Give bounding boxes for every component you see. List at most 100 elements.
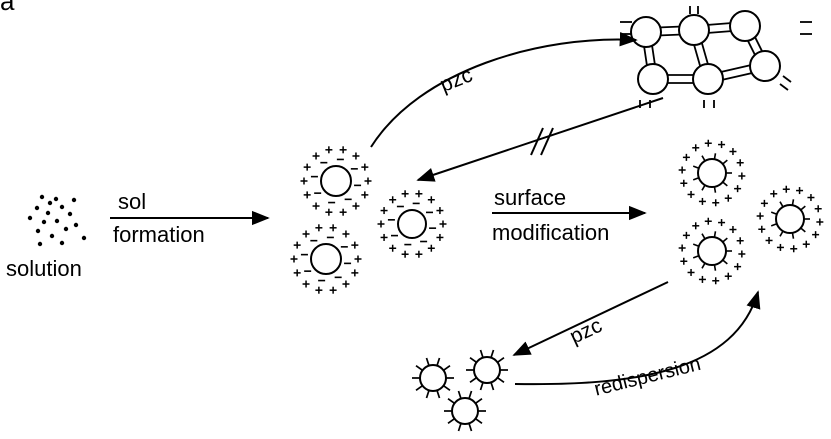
ligand — [713, 264, 717, 271]
ligand — [490, 382, 495, 391]
gel-ligand — [782, 75, 792, 83]
ligand — [475, 397, 483, 405]
solute-dot — [34, 205, 40, 211]
charged-particle — [377, 190, 447, 258]
particle-core — [320, 165, 352, 197]
ligand — [425, 357, 430, 366]
sol-label: sol — [118, 189, 146, 214]
redispersion-arrow — [514, 290, 761, 386]
ligand — [779, 201, 784, 208]
ligand — [722, 237, 728, 243]
ligand — [436, 390, 441, 399]
ligand — [447, 417, 455, 425]
charged-particle — [300, 146, 372, 216]
solute-dot — [45, 210, 51, 216]
break-mark-1 — [530, 127, 544, 156]
ligand — [468, 390, 473, 399]
ligand — [475, 417, 483, 425]
break-mark-2 — [540, 127, 554, 156]
ligand — [692, 165, 700, 169]
ligand — [692, 177, 700, 181]
ligand — [800, 205, 806, 211]
ligand — [479, 349, 484, 358]
ligand — [701, 233, 706, 240]
ligand-particle — [444, 390, 486, 432]
gel-network — [620, 6, 812, 108]
modified-charged-particle — [756, 185, 824, 253]
ligand — [701, 262, 706, 269]
ligand — [468, 423, 473, 432]
pzc-gelation-arrow — [370, 31, 638, 148]
solute-dot — [59, 204, 65, 210]
redispersion-label: redispersion — [592, 353, 703, 401]
ligand-particle — [466, 349, 508, 391]
irreversible-return-arrow — [416, 97, 664, 182]
ligand — [490, 349, 495, 358]
solute-dot — [41, 219, 47, 225]
ligand — [457, 390, 462, 399]
ligand — [770, 223, 778, 227]
solute-dot — [53, 196, 59, 202]
ligand — [469, 356, 477, 364]
ligand — [791, 199, 795, 206]
modification-label: modification — [492, 220, 609, 245]
particle-core — [310, 243, 342, 275]
ligand — [701, 155, 706, 162]
ligand — [415, 364, 423, 372]
solute-dot — [47, 200, 53, 206]
ligand — [497, 356, 505, 364]
particle-core — [419, 364, 447, 392]
gel-particle — [630, 16, 662, 48]
solute-dot — [54, 218, 60, 224]
figure-letter: a — [0, 0, 15, 16]
gel-particle — [692, 63, 724, 95]
particle-core — [397, 209, 427, 239]
solute-dot — [37, 241, 43, 247]
solute-dot — [27, 215, 33, 221]
ligand — [497, 376, 505, 384]
ligand — [692, 243, 700, 247]
ligand — [722, 259, 728, 265]
ligand — [722, 159, 728, 165]
ligand — [800, 227, 806, 233]
ligand — [443, 384, 451, 392]
ligand — [713, 186, 717, 193]
modified-particles — [678, 139, 824, 285]
solute-dot — [35, 228, 41, 234]
gel-particle — [729, 10, 761, 42]
modified-charged-particle — [678, 139, 746, 207]
charged-particles — [290, 146, 447, 294]
solution-dots — [27, 194, 87, 247]
gel-particle — [749, 50, 781, 82]
particle-core — [697, 236, 727, 266]
solute-dot — [81, 235, 87, 241]
ligand — [469, 376, 477, 384]
ligand-particle — [412, 357, 454, 399]
gel-particle — [678, 14, 710, 46]
charged-particle — [290, 224, 362, 294]
ligand — [713, 231, 717, 238]
pzc-agglomeration-arrow — [512, 281, 669, 356]
solution-label: solution — [6, 256, 82, 281]
solute-dot — [39, 194, 45, 200]
solute-dot — [71, 197, 77, 203]
ligand — [436, 357, 441, 366]
solute-dot — [73, 222, 79, 228]
ligand — [770, 211, 778, 215]
ligand — [722, 181, 728, 187]
modified-charged-particle — [678, 217, 746, 285]
pzc-bottom-label: pzc — [566, 314, 605, 349]
surface-label: surface — [494, 185, 566, 210]
ligand — [425, 390, 430, 399]
ligand — [692, 255, 700, 259]
particle-core — [775, 204, 805, 234]
ligand — [447, 397, 455, 405]
gel-particle — [637, 63, 669, 95]
ligand — [701, 184, 706, 191]
gel-ligand — [779, 83, 789, 91]
ligand — [713, 153, 717, 160]
agglomerated-particles — [412, 349, 508, 432]
solute-dot — [67, 211, 73, 217]
particle-core — [473, 356, 501, 384]
